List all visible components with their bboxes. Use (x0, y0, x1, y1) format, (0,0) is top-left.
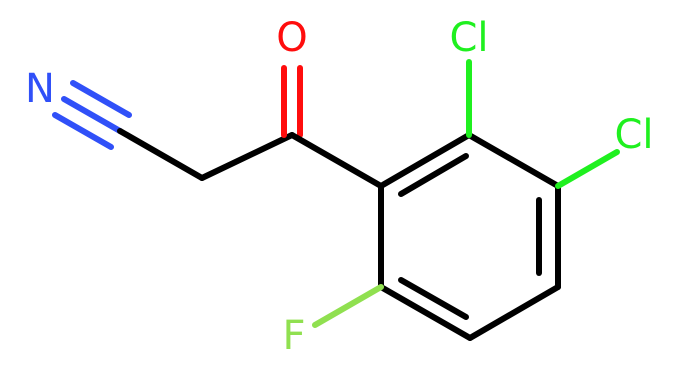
ring-bond-c5-c6-inner (398, 277, 469, 320)
nitrile-triple-bond-line-2 (52, 112, 114, 150)
ring-bond-c1-c2 (378, 132, 472, 189)
ring-bond-c2-c3 (466, 132, 561, 189)
ring-to-fluorine-bond (312, 284, 384, 328)
right-chlorine-label: Cl (614, 112, 653, 158)
nitrogen-label: N (25, 66, 55, 112)
oxygen-label: O (276, 15, 307, 61)
ring-bond-c5-c6 (378, 284, 473, 341)
methylene-to-carbonyl-bond (199, 132, 295, 181)
ring-bond-c1-c2-inner (398, 153, 469, 197)
nitrile-triple-bond-line-3 (70, 80, 132, 118)
fluorine-label: F (282, 313, 305, 359)
atom-labels: N O Cl Cl F (25, 15, 653, 359)
ring-to-right-chlorine-bond (555, 149, 620, 189)
bonds (52, 59, 620, 341)
ring-bond-c4-c5 (467, 284, 561, 341)
nitrile-to-methylene-bond (117, 128, 205, 181)
top-chlorine-label: Cl (449, 15, 488, 61)
carbonyl-to-ring-bond (289, 132, 384, 189)
nitrile-triple-bond-line-1 (61, 96, 123, 134)
